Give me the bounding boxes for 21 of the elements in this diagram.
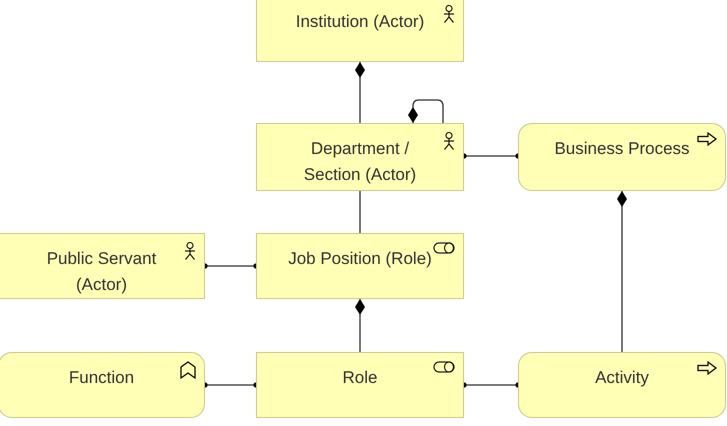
connector — [355, 62, 365, 123]
node-label: Function — [68, 367, 136, 389]
node-label: Institution (Actor) — [294, 11, 426, 33]
process-box — [0, 352, 205, 418]
node-label: Activity — [594, 367, 650, 389]
node-label: Role — [342, 367, 378, 389]
node-label: Public Servant (Actor) — [46, 248, 158, 296]
element-box — [0, 233, 205, 299]
process-box — [518, 352, 726, 418]
process-box — [518, 123, 726, 191]
node-label: Business Process — [553, 138, 691, 160]
element-box — [256, 123, 464, 191]
connector — [617, 191, 627, 352]
connector — [355, 299, 365, 352]
node-label: Job Position (Role) — [287, 248, 433, 270]
element-box — [256, 352, 464, 418]
node-label: Department / Section (Actor) — [302, 138, 418, 186]
connector — [359, 191, 361, 233]
element-box — [256, 233, 464, 299]
connector — [408, 99, 444, 123]
element-box — [256, 0, 464, 62]
